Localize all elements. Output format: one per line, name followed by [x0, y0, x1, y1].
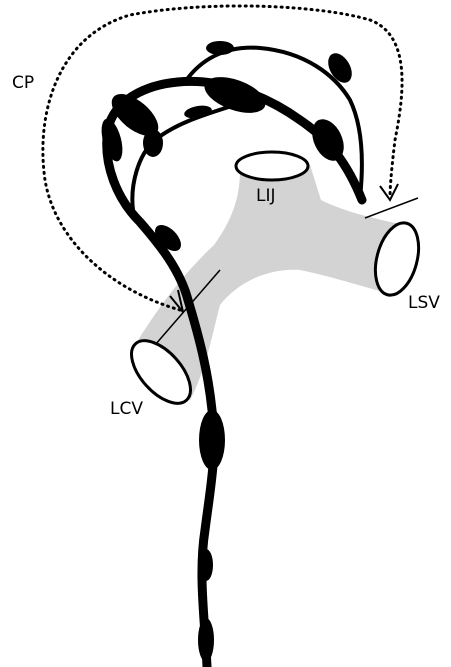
- lymph-node: [143, 129, 163, 157]
- lymph-node: [98, 116, 127, 163]
- lsv-measure-line: [365, 198, 418, 218]
- lymph-node: [183, 104, 213, 121]
- label-lij: LIJ: [256, 186, 276, 206]
- label-cp: CP: [12, 73, 34, 93]
- lymph-node: [206, 41, 234, 55]
- lymph-node: [199, 549, 213, 581]
- lymph-node: [199, 410, 225, 470]
- label-lcv: LCV: [110, 399, 143, 419]
- lymph-node: [323, 49, 356, 87]
- label-lsv: LSV: [408, 293, 440, 313]
- lymph-node: [198, 618, 214, 662]
- lij-opening: [236, 152, 308, 180]
